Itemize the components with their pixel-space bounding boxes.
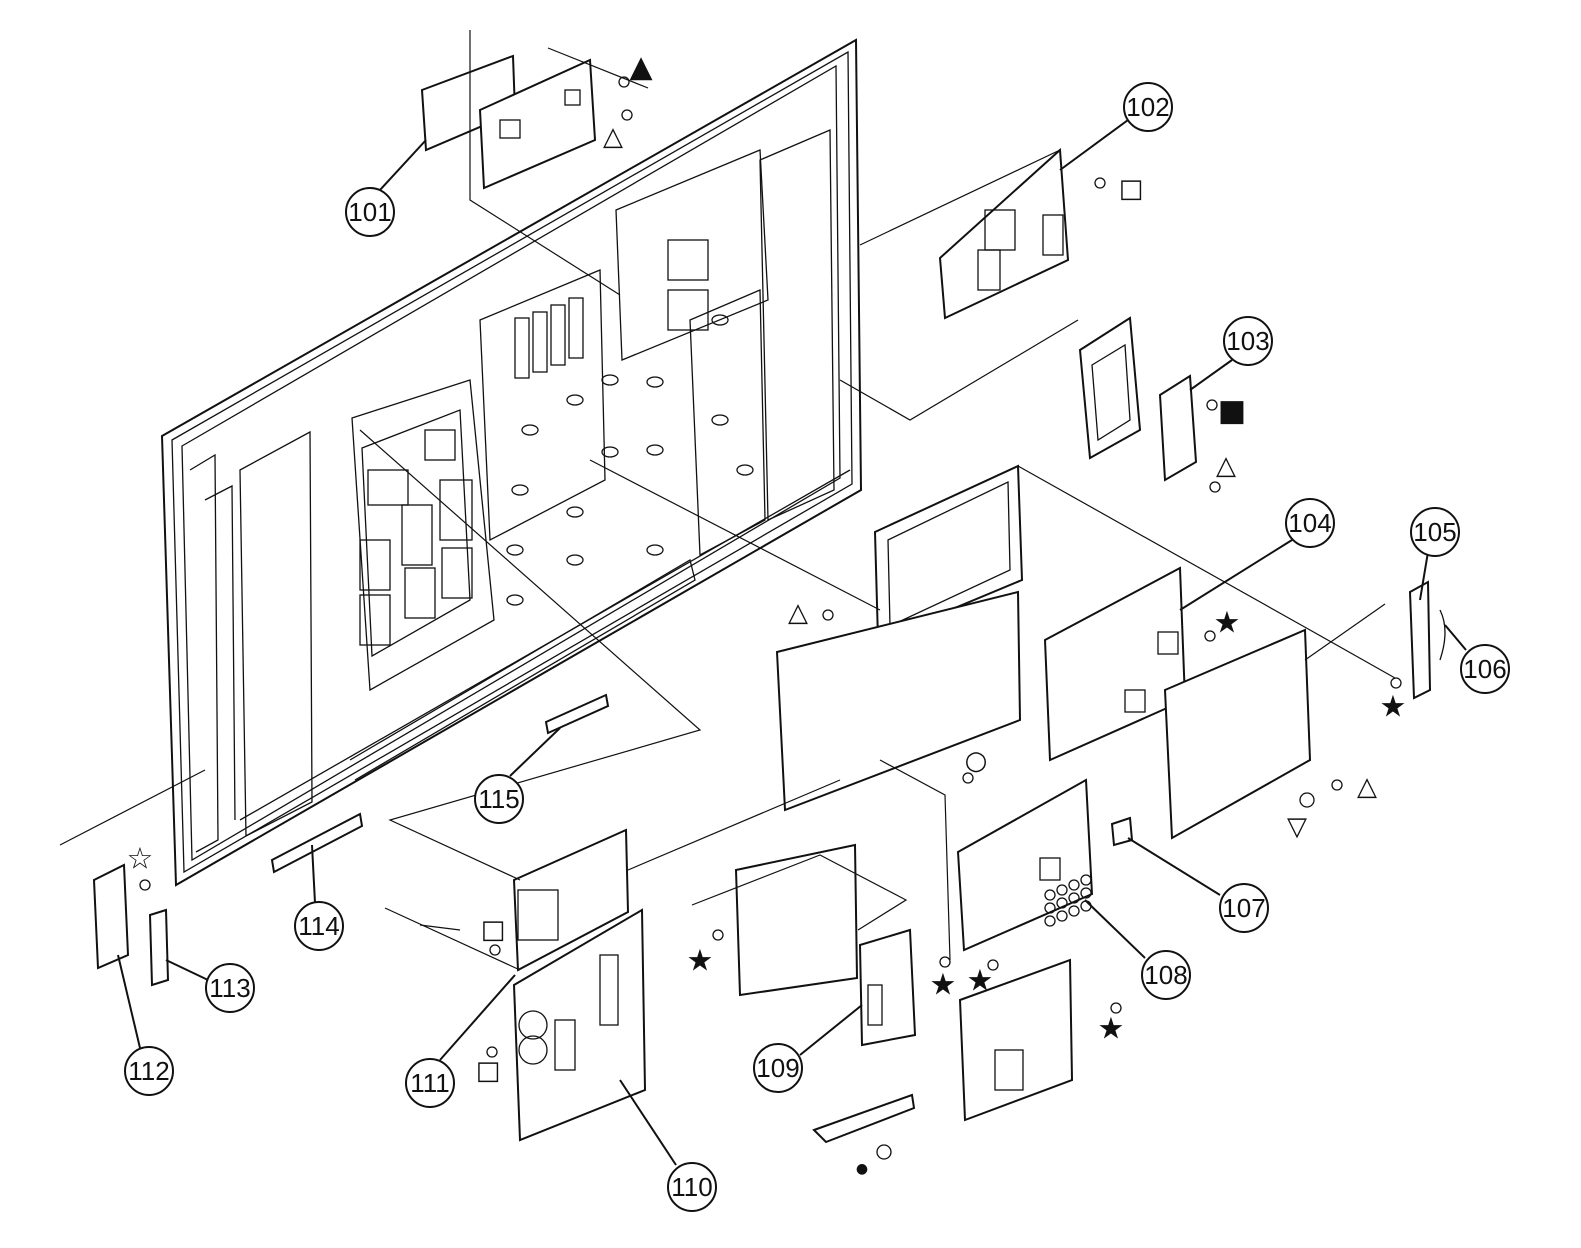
filled-star-icon: ★ [967, 964, 994, 999]
open-circle-icon: ○ [965, 746, 988, 776]
callout-circle [124, 1046, 174, 1096]
open-down-triangle-icon: ▽ [1287, 812, 1307, 842]
callout-circle [753, 1043, 803, 1093]
callout-label: 111 [410, 1068, 450, 1098]
callout-circle [1410, 507, 1460, 557]
assembly-leader-lines [59, 30, 1396, 971]
part-103-bracket [1078, 316, 1198, 482]
filled-star-icon: ★ [687, 944, 714, 979]
callout-label: 114 [298, 911, 339, 941]
callout-circle [294, 901, 344, 951]
rear-chassis-frame [160, 38, 863, 887]
part-105-106 [1163, 580, 1446, 840]
callout-circle [1123, 82, 1173, 132]
callout-label: 113 [209, 973, 250, 1003]
callout-circle [1141, 950, 1191, 1000]
callout-label: 101 [348, 197, 391, 227]
part-110-111-boards [512, 828, 647, 1142]
callout-label: 108 [1144, 960, 1187, 990]
open-square-icon: □ [476, 1056, 501, 1086]
callout-label: 103 [1226, 326, 1269, 356]
part-112-113 [92, 863, 170, 987]
callout-114: 114 [294, 901, 344, 951]
callout-circle [205, 963, 255, 1013]
callout-110: 110 [667, 1162, 717, 1212]
callout-102: 102 [1123, 82, 1173, 132]
callout-label: 115 [478, 784, 519, 814]
callout-circle [345, 187, 395, 237]
callout-107: 107 [1219, 883, 1269, 933]
callout-leaders [117, 119, 1467, 1166]
callout-109: 109 [753, 1043, 803, 1093]
callout-label: 102 [1126, 92, 1169, 122]
callout-104: 104 [1285, 498, 1335, 548]
filled-star-icon: ★ [1380, 690, 1407, 725]
callout-111: 111 [405, 1058, 455, 1108]
filled-star-icon: ★ [930, 968, 957, 1003]
screw-symbol-markers: ▲ △ □ ■ △ ★ △ ★ ○ △ ▽ ☆ □ ★ ★ ★ ★ □ ● [127, 50, 1407, 1178]
callout-circle [1219, 883, 1269, 933]
callout-label: 104 [1288, 508, 1331, 538]
callout-circle [474, 774, 524, 824]
callout-label: 107 [1222, 893, 1265, 923]
callout-label: 105 [1413, 517, 1456, 547]
filled-square-icon: ■ [1218, 394, 1246, 429]
open-triangle-icon: △ [788, 598, 808, 628]
callout-108: 108 [1141, 950, 1191, 1000]
callout-103: 103 [1223, 316, 1273, 366]
callout-106: 106 [1460, 644, 1510, 694]
callout-circle [1460, 644, 1510, 694]
open-triangle-icon: △ [603, 122, 623, 152]
filled-star-icon: ★ [1214, 606, 1241, 641]
callout-circle [1285, 498, 1335, 548]
callout-label: 109 [756, 1053, 799, 1083]
part-108-board [956, 778, 1134, 1122]
callout-label: 106 [1463, 654, 1506, 684]
callout-bubbles: 101 102 103 104 105 106 107 108 109 110 111 112 113 1… [124, 82, 1510, 1212]
callout-101: 101 [345, 187, 395, 237]
filled-dot-icon: ● [856, 1161, 868, 1177]
open-square-icon: □ [481, 915, 506, 945]
callout-112: 112 [124, 1046, 174, 1096]
part-102-board [938, 147, 1070, 320]
open-triangle-icon: △ [1216, 451, 1236, 481]
filled-star-icon: ★ [1098, 1012, 1125, 1047]
callout-label: 110 [671, 1172, 712, 1202]
callout-circle [667, 1162, 717, 1212]
callout-113: 113 [205, 963, 255, 1013]
part-109-board [734, 843, 917, 1144]
callout-circle [1223, 316, 1273, 366]
part-114-115 [270, 693, 610, 874]
part-104-board [775, 464, 1187, 812]
callout-115: 115 [474, 774, 524, 824]
callout-circle [405, 1058, 455, 1108]
filled-triangle-icon: ▲ [629, 50, 652, 85]
callout-105: 105 [1410, 507, 1460, 557]
callout-label: 112 [128, 1056, 169, 1086]
open-star-icon: ☆ [127, 842, 154, 877]
open-square-icon: □ [1119, 174, 1144, 204]
open-triangle-icon: △ [1357, 772, 1377, 802]
part-101-board [420, 54, 597, 190]
screws [139, 76, 1402, 1160]
